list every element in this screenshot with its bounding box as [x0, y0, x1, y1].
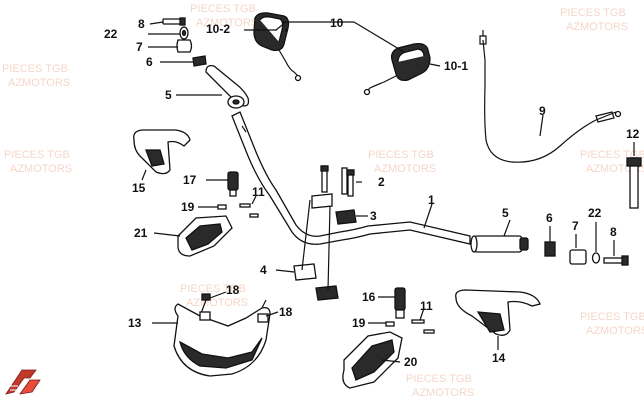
callout-15: 15 [132, 181, 146, 195]
headlight-cover-13 [173, 293, 271, 377]
watermark-text: AZMOTORS [10, 163, 72, 175]
watermark-text: PIECES TGB [368, 149, 434, 161]
leader-11a [251, 195, 257, 205]
bolt-8-top [162, 17, 186, 26]
callout-11-lower: 11 [420, 299, 433, 313]
leader-10-1 [429, 63, 441, 67]
weight-7-right [569, 249, 587, 265]
switch-housing-21 [177, 215, 233, 257]
callout-16: 16 [362, 290, 376, 304]
callout-10-1: 10-1 [444, 59, 468, 73]
callout-7: 7 [136, 40, 143, 54]
mirror-left [253, 12, 302, 82]
switch-knob-16 [394, 287, 406, 319]
watermark-text: AZMOTORS [196, 17, 258, 29]
screw-11-lower [411, 319, 435, 334]
watermark-text: AZMOTORS [8, 77, 70, 89]
cap-6-right [544, 241, 556, 257]
callout-2: 2 [378, 175, 385, 189]
callout-18: 18 [226, 283, 240, 297]
callout-10: 10 [330, 16, 344, 30]
watermark-text: PIECES TGB [190, 3, 256, 15]
callout-19-lower: 19 [352, 316, 366, 330]
watermark-layer: PIECES TGB AZMOTORS PIECES TGB AZMOTORS … [2, 3, 644, 399]
watermark-text: PIECES TGB [406, 373, 472, 385]
throttle-cable [479, 30, 622, 163]
callout-8: 8 [138, 17, 145, 31]
watermark-text: AZMOTORS [374, 163, 436, 175]
leader-10 [275, 21, 405, 53]
callout-13: 13 [128, 316, 142, 330]
switch-housing-20 [342, 331, 403, 389]
hand-guard-14 [455, 289, 541, 336]
callout-14: 14 [492, 351, 506, 365]
washer-22-top [179, 26, 189, 40]
leader-5b [503, 219, 511, 237]
handlebar [231, 111, 471, 245]
callout-11: 11 [252, 185, 265, 199]
hand-guard-15 [133, 129, 191, 175]
tgb-logo-icon [5, 369, 41, 395]
leader-9 [539, 114, 544, 137]
callout-5-right: 5 [502, 206, 509, 220]
callout-6: 6 [146, 55, 153, 69]
screw-11 [239, 203, 259, 218]
callout-1: 1 [428, 193, 435, 207]
weight-7-top [176, 39, 193, 53]
leader-18a [209, 291, 227, 299]
callout-12: 12 [626, 127, 640, 141]
callout-5: 5 [165, 88, 172, 102]
cap-6-top [192, 55, 207, 67]
bolt-8-right [603, 255, 629, 266]
callout-9: 9 [539, 104, 546, 118]
screw-19 [217, 204, 227, 210]
callout-4: 4 [260, 263, 267, 277]
watermark-text: AZMOTORS [186, 297, 248, 309]
washer-22-right [591, 252, 601, 264]
leader-4 [275, 269, 295, 273]
callout-19: 19 [181, 200, 195, 214]
leader-1 [423, 203, 433, 229]
callout-21: 21 [134, 226, 148, 240]
callout-22-right: 22 [588, 206, 602, 220]
callout-6-right: 6 [546, 211, 553, 225]
watermark-text: AZMOTORS [566, 21, 628, 33]
mirror-right [363, 42, 431, 96]
callout-labels: 8 22 7 6 5 10-2 10 10-1 9 12 15 17 19 11… [104, 16, 640, 369]
grip-5-top [205, 64, 250, 109]
grip-5-right [470, 235, 529, 253]
watermark-text: PIECES TGB [580, 311, 644, 323]
leader-21 [153, 232, 181, 237]
watermark-text: PIECES TGB [2, 63, 68, 75]
strap-part [626, 157, 642, 209]
watermark-text: PIECES TGB [180, 283, 246, 295]
screw-19-lower [385, 321, 395, 327]
watermark-text: PIECES TGB [4, 149, 70, 161]
switch-knob-17 [227, 171, 239, 197]
clamp-upper-right [335, 209, 357, 225]
callout-18-second: 18 [279, 305, 293, 319]
callout-17: 17 [183, 173, 197, 187]
leader-15 [141, 169, 147, 181]
clamp-upper-left [311, 193, 333, 209]
leader-8a [149, 21, 164, 25]
bolts-2 [320, 165, 355, 197]
leader-20 [381, 359, 401, 363]
watermark-text: AZMOTORS [412, 387, 474, 399]
watermark-text: PIECES TGB [560, 7, 626, 19]
callout-3: 3 [370, 209, 377, 223]
watermark-text: AZMOTORS [586, 325, 644, 337]
leader-18b [265, 311, 279, 317]
clamp-lower-4 [293, 263, 339, 301]
callout-10-2: 10-2 [206, 22, 230, 36]
callout-22: 22 [104, 27, 118, 41]
callout-20: 20 [404, 355, 418, 369]
callout-7-right: 7 [572, 219, 579, 233]
callout-8-right: 8 [610, 225, 617, 239]
leader-11b [419, 307, 425, 321]
